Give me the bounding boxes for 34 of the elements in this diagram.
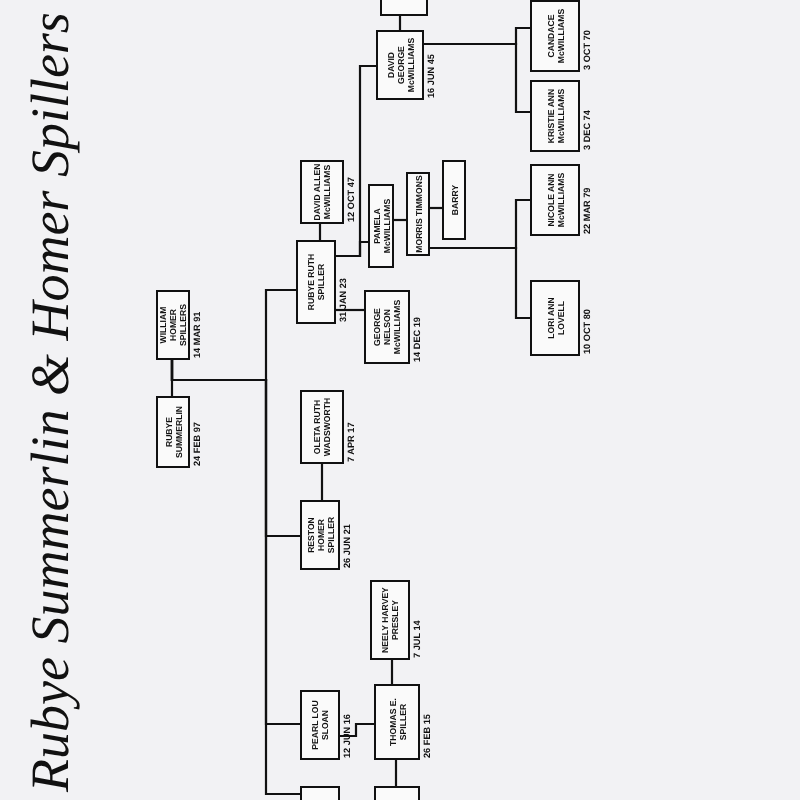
family-line <box>336 240 368 258</box>
person-box <box>530 280 580 356</box>
person-box <box>156 396 190 468</box>
person-box <box>376 30 424 100</box>
person-box <box>300 390 344 464</box>
person-box <box>156 290 190 360</box>
person-box <box>368 184 394 268</box>
person-box <box>530 164 580 236</box>
family-line <box>170 360 300 796</box>
family-line <box>318 224 322 240</box>
family-line <box>398 16 402 30</box>
person-box <box>530 0 580 72</box>
person-box <box>374 684 420 760</box>
empty-box <box>374 786 420 800</box>
family-line <box>430 206 442 210</box>
person-box <box>530 80 580 152</box>
empty-box <box>300 786 340 800</box>
empty-box <box>380 0 428 16</box>
person-box <box>370 580 410 660</box>
person-box <box>296 240 336 324</box>
family-line <box>394 760 398 786</box>
family-line <box>394 218 406 222</box>
person-box <box>406 172 430 256</box>
handwritten-title: Rubye Summerlin & Homer Spillers <box>20 12 82 792</box>
family-line <box>320 464 324 500</box>
person-box <box>364 290 410 364</box>
person-box <box>300 500 340 570</box>
family-line <box>424 42 530 114</box>
person-box <box>300 690 340 760</box>
family-line <box>336 308 364 312</box>
person-box <box>300 160 344 224</box>
family-line <box>430 246 530 320</box>
family-line <box>390 660 394 684</box>
person-box <box>442 160 466 240</box>
